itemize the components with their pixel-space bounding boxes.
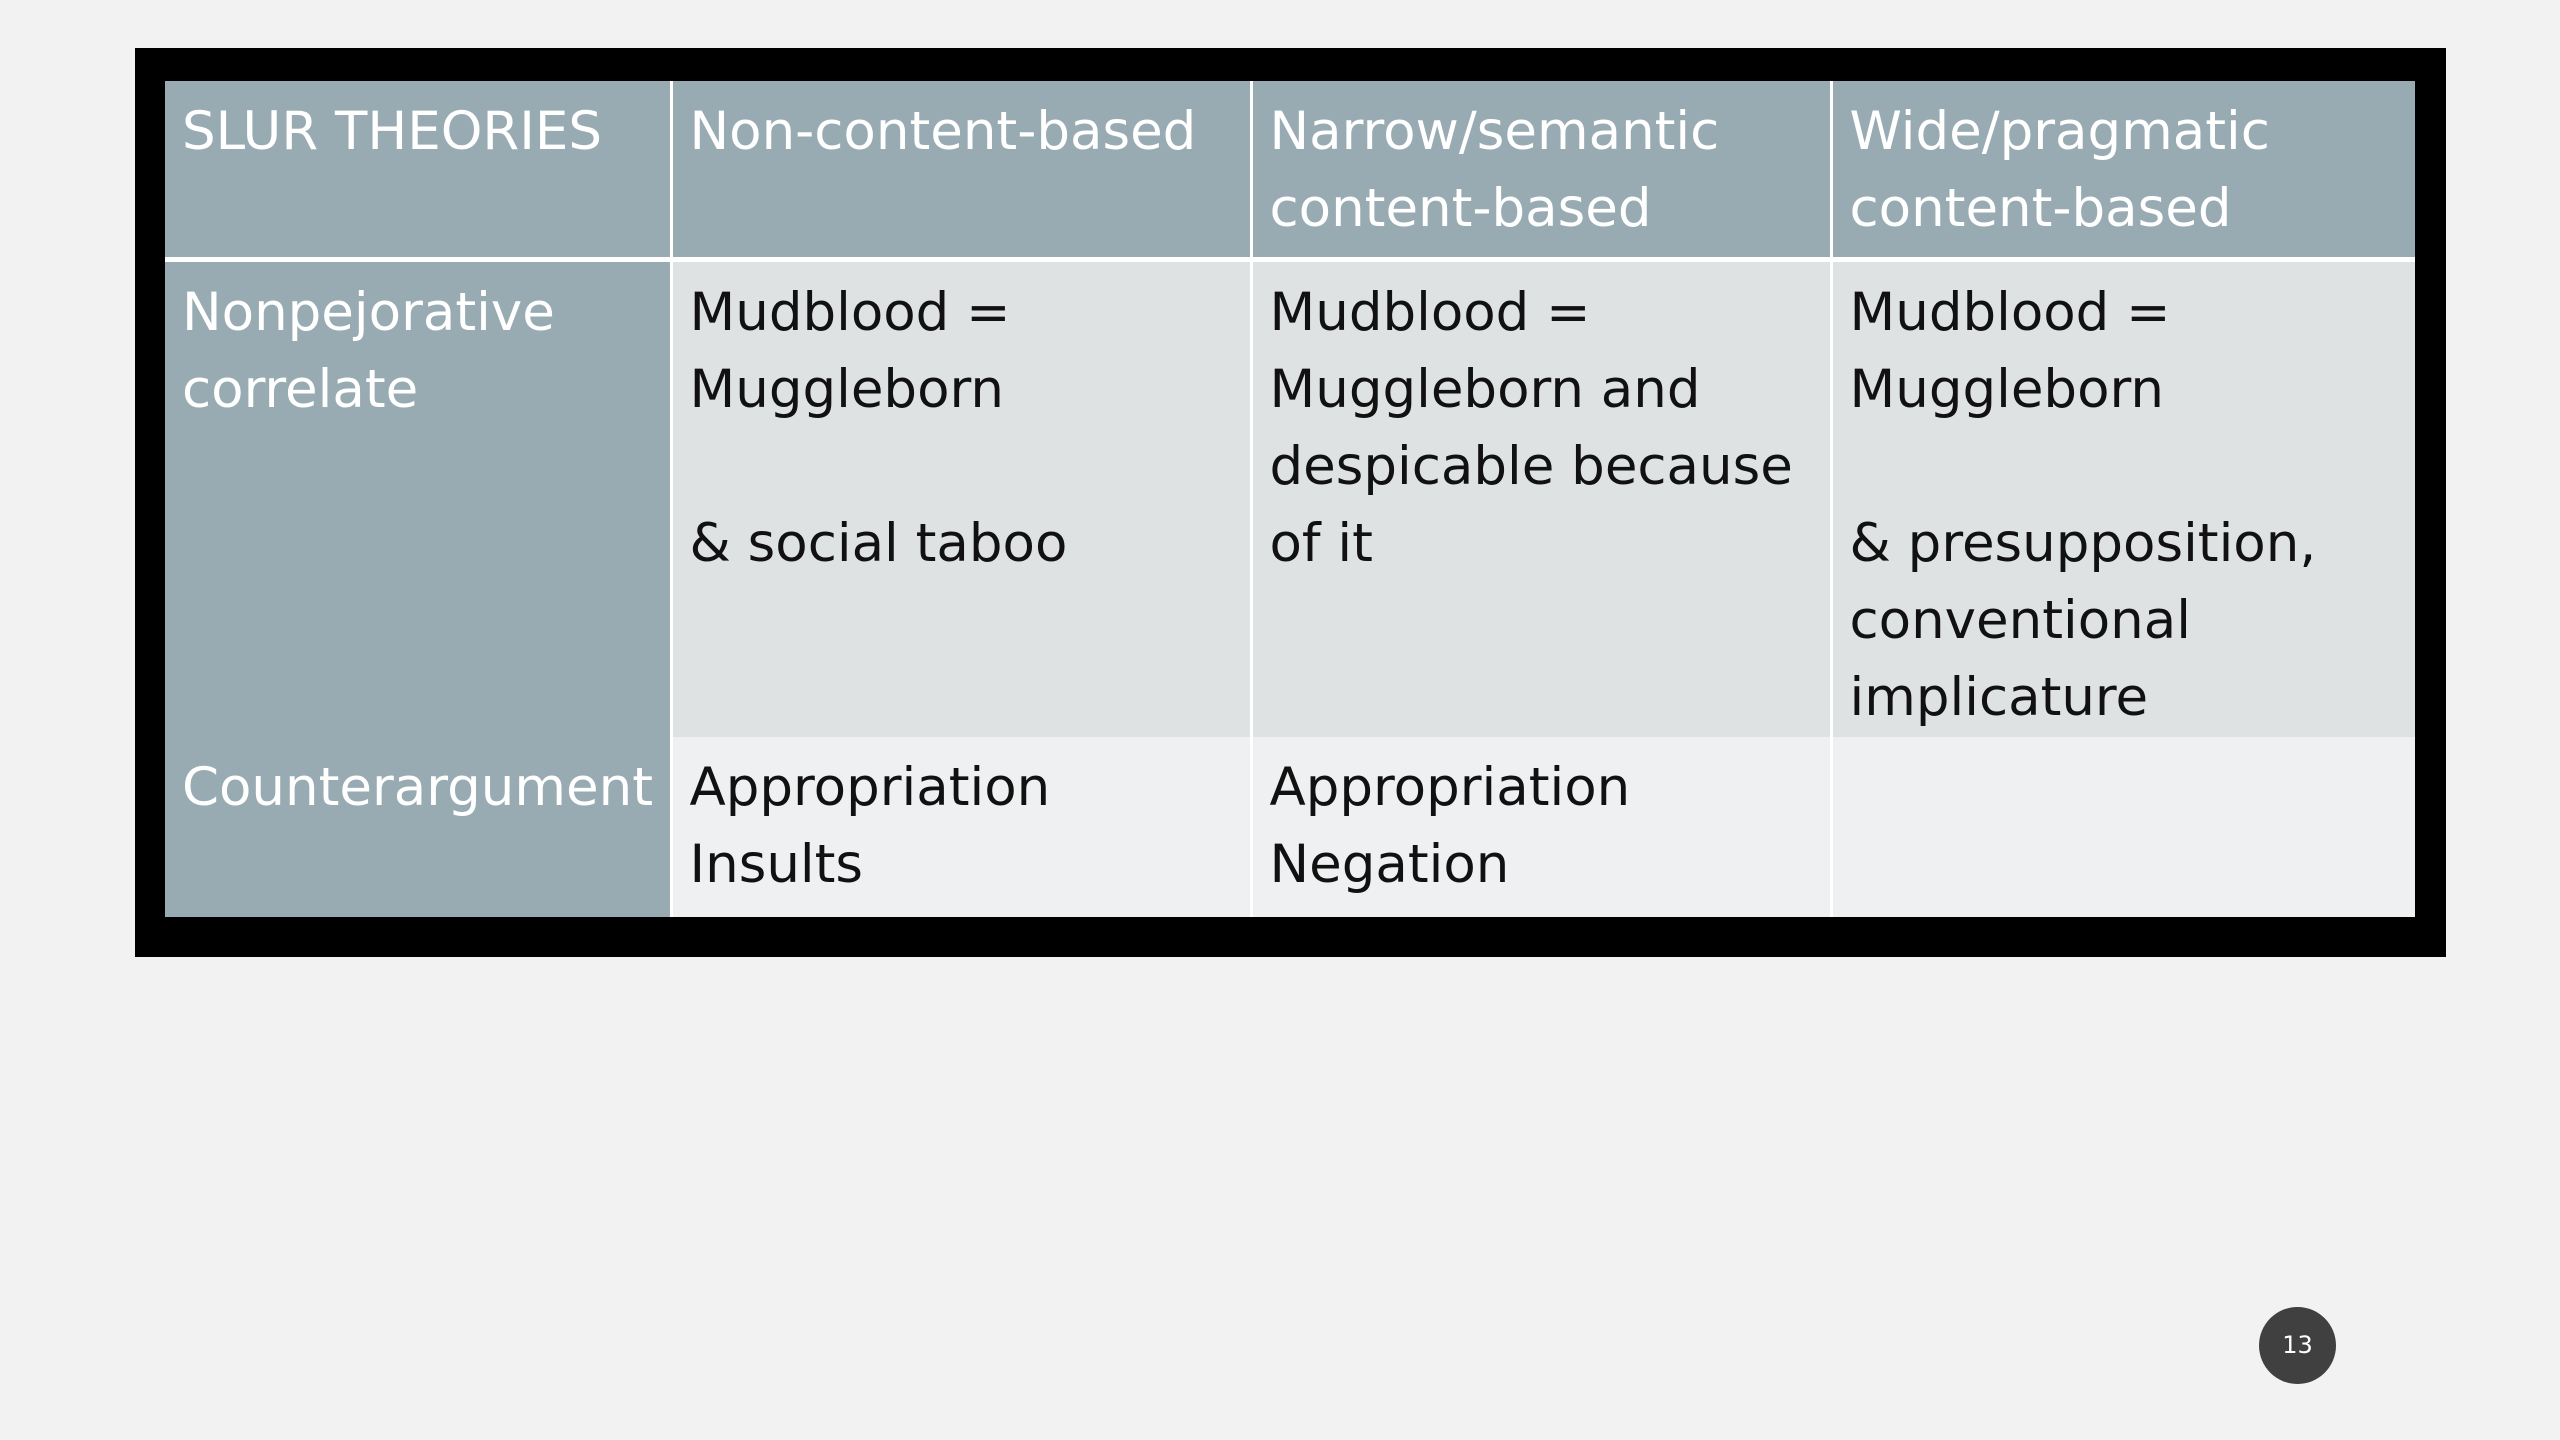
header-cell-narrow-semantic: Narrow/semantic content-based bbox=[1249, 81, 1831, 262]
cell-text: Negation bbox=[1269, 834, 1510, 895]
row-label-text: correlate bbox=[182, 358, 419, 420]
cell-text: conventional bbox=[1849, 589, 2191, 651]
cell-text: Insults bbox=[689, 834, 864, 895]
cell-text: & presupposition, bbox=[1849, 512, 2317, 574]
header-corner-cell: SLUR THEORIES bbox=[165, 81, 671, 262]
header-text: Narrow/semantic bbox=[1269, 101, 1720, 162]
cell-text: Mudblood = bbox=[1849, 281, 2171, 343]
table-row-nonpejorative-correlate: Nonpejorative correlate Mudblood = Muggl… bbox=[165, 259, 2415, 737]
cell-text: Muggleborn and bbox=[1269, 358, 1701, 420]
row-label-cell: Nonpejorative correlate bbox=[165, 259, 671, 737]
header-corner-text: SLUR THEORIES bbox=[182, 101, 603, 162]
table-cell: Mudblood = Muggleborn and despicable bec… bbox=[1249, 259, 1831, 737]
cell-text: implicature bbox=[1849, 666, 2149, 728]
cell-blank-line bbox=[690, 428, 1233, 505]
cell-text: Muggleborn bbox=[689, 358, 1004, 420]
page-number-badge: 13 bbox=[2259, 1307, 2336, 1384]
table-row-counterargument: Counterargument Appropriation Insults Ap… bbox=[165, 737, 2415, 917]
table-cell-empty bbox=[1829, 737, 2415, 917]
cell-text: Appropriation bbox=[689, 757, 1051, 818]
header-text: content-based bbox=[1269, 178, 1652, 239]
row-label-cell: Counterargument bbox=[165, 737, 671, 917]
table-frame: SLUR THEORIES Non-content-based Narrow/s… bbox=[135, 48, 2446, 957]
cell-text: despicable because bbox=[1269, 435, 1793, 497]
cell-blank-line bbox=[1850, 428, 2399, 505]
table-cell: Appropriation Insults bbox=[669, 737, 1251, 917]
row-label-text: Counterargument bbox=[182, 757, 653, 818]
table-cell: Mudblood = Muggleborn & social taboo bbox=[669, 259, 1251, 737]
table-cell: Appropriation Negation bbox=[1249, 737, 1831, 917]
cell-text: & social taboo bbox=[689, 512, 1068, 574]
cell-text: Mudblood = bbox=[689, 281, 1011, 343]
header-cell-wide-pragmatic: Wide/pragmatic content-based bbox=[1829, 81, 2415, 262]
header-text: Wide/pragmatic bbox=[1849, 101, 2270, 162]
cell-text: of it bbox=[1269, 512, 1373, 574]
cell-text: Mudblood = bbox=[1269, 281, 1591, 343]
row-label-text: Nonpejorative bbox=[182, 281, 555, 343]
header-cell-non-content-based: Non-content-based bbox=[669, 81, 1251, 262]
header-text: content-based bbox=[1849, 178, 2232, 239]
cell-text: Appropriation bbox=[1269, 757, 1631, 818]
slur-theories-table: SLUR THEORIES Non-content-based Narrow/s… bbox=[165, 81, 2415, 917]
table-cell: Mudblood = Muggleborn & presupposition, … bbox=[1829, 259, 2415, 737]
header-text: Non-content-based bbox=[689, 101, 1197, 162]
table-header-row: SLUR THEORIES Non-content-based Narrow/s… bbox=[165, 81, 2415, 262]
cell-text: Muggleborn bbox=[1849, 358, 2164, 420]
